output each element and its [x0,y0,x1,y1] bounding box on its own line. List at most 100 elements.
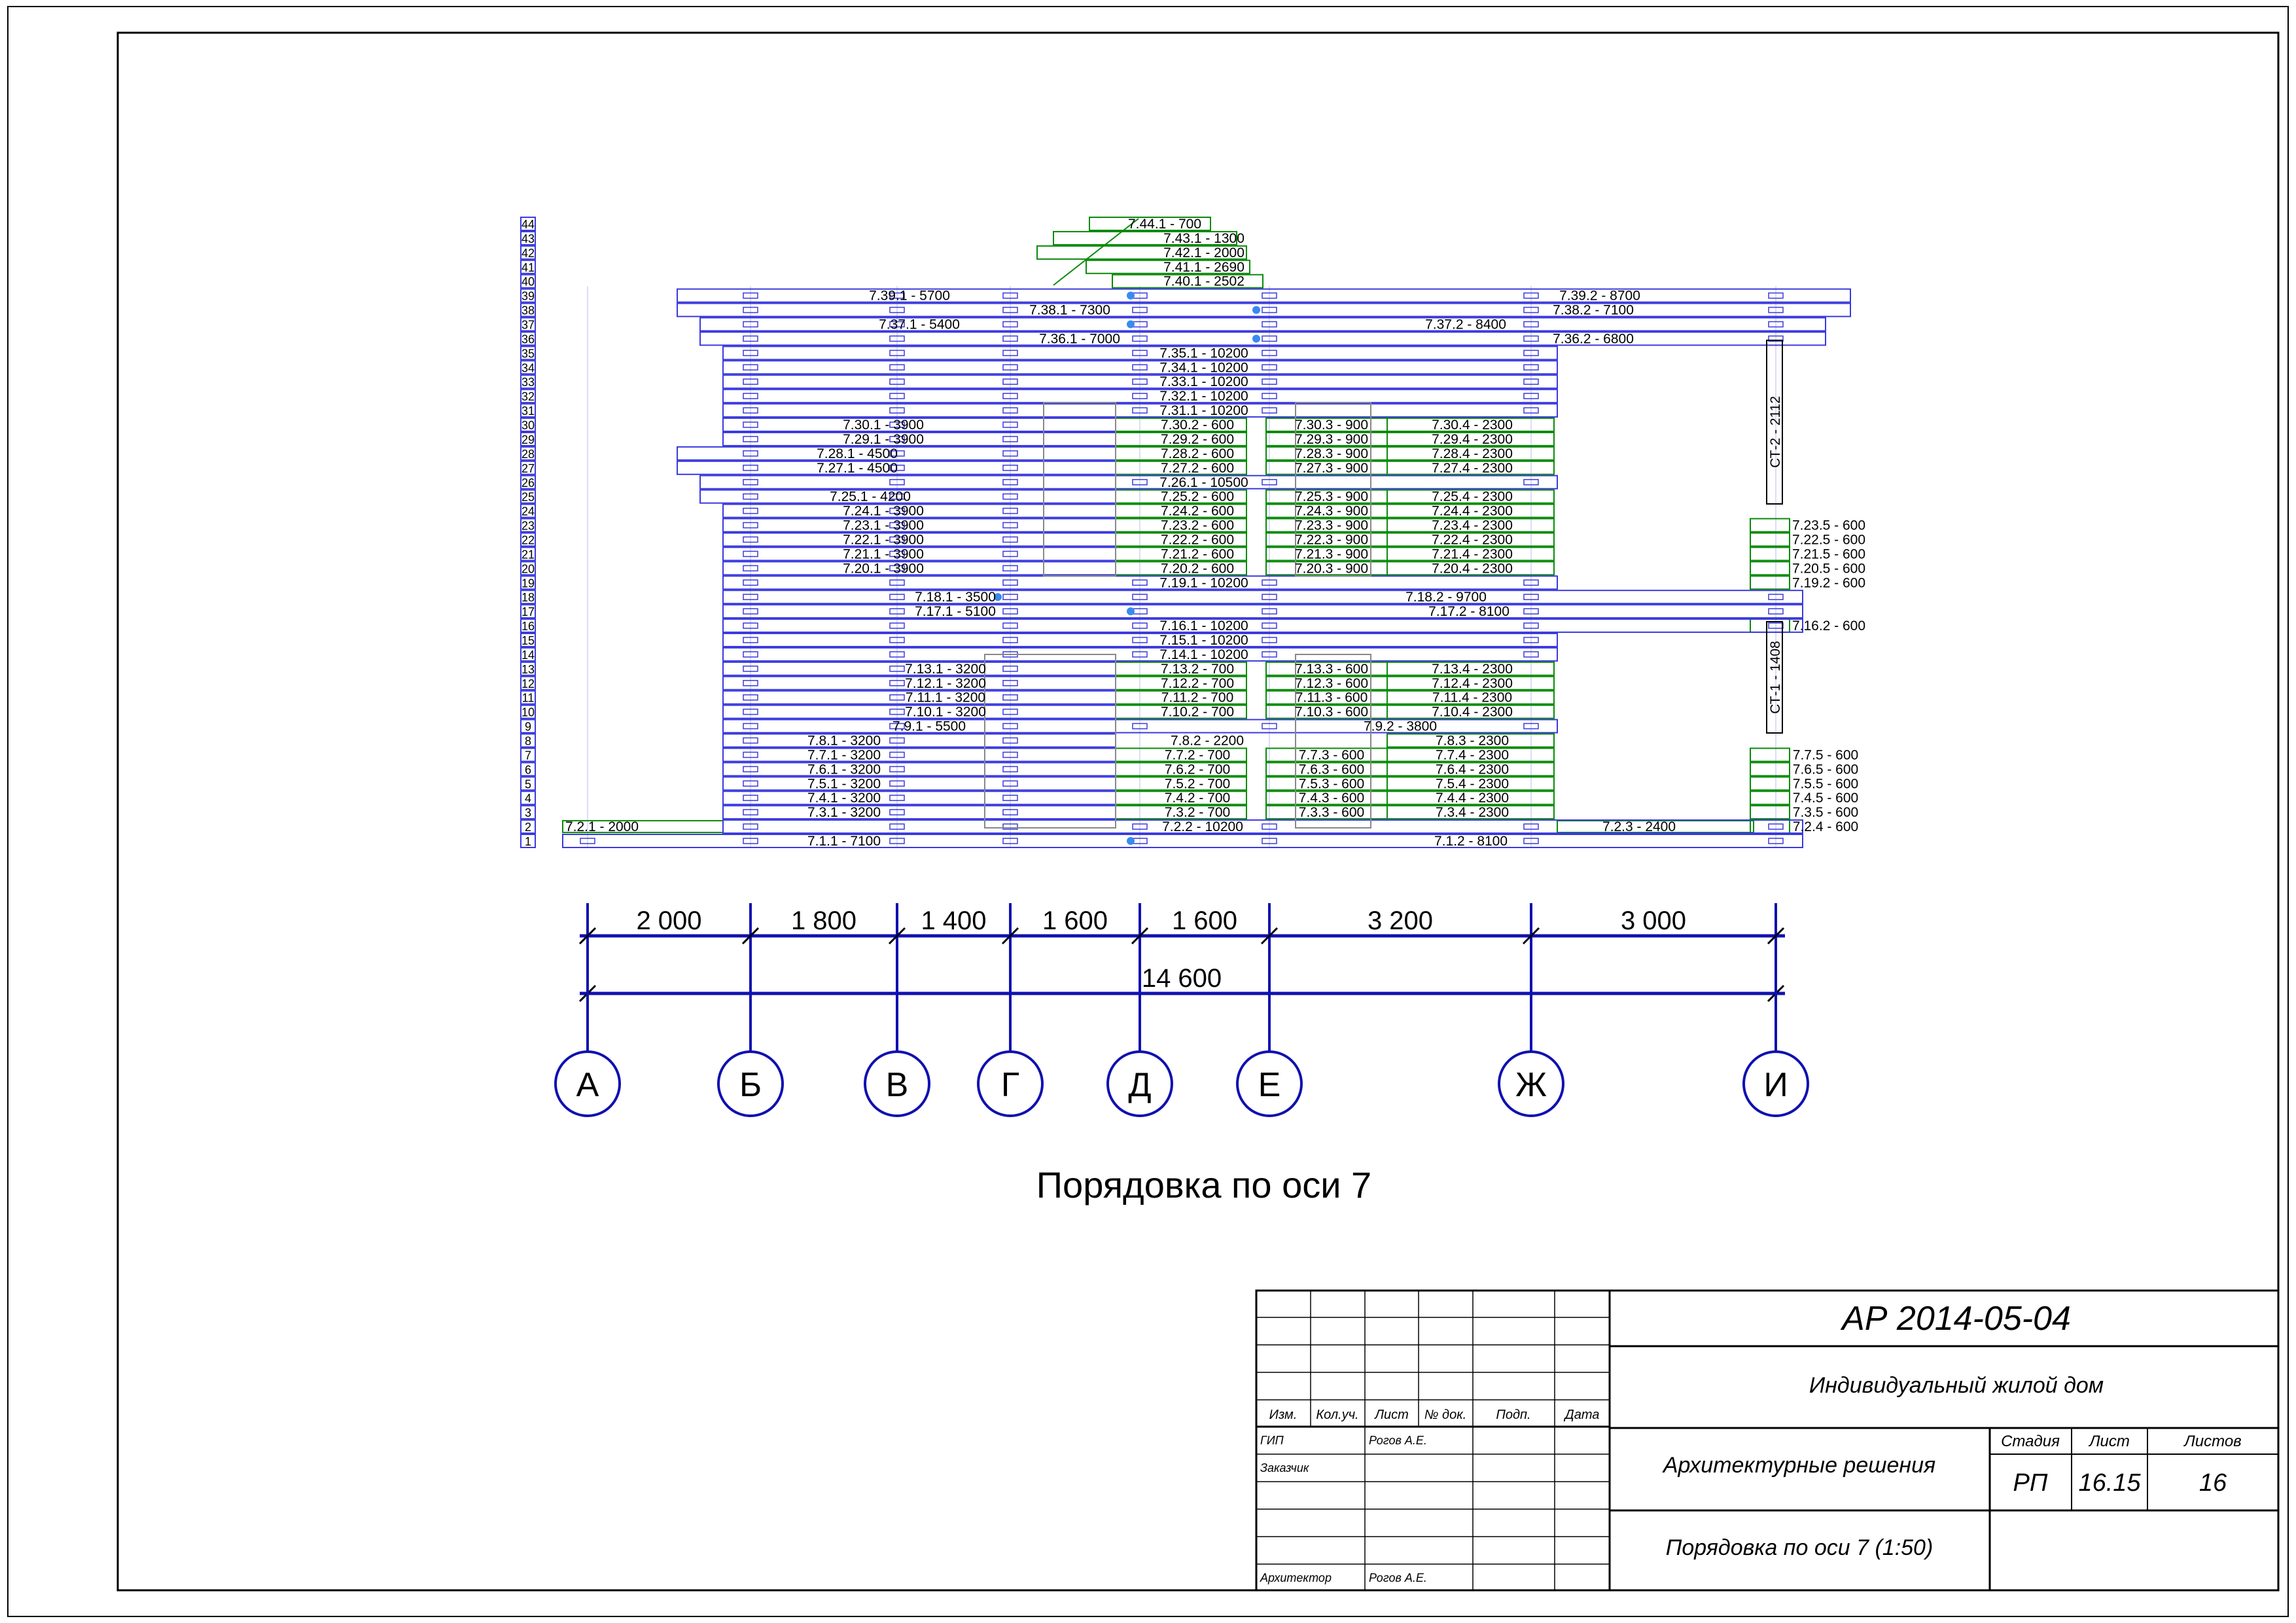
dowel-mark [1002,565,1018,572]
stamp-header: Лист [1373,1408,1409,1422]
log-label: 7.20.2 - 600 [1161,561,1234,576]
dimension-total-label: 14 600 [1142,964,1222,993]
row-cell [520,331,536,346]
dowel-mark [889,507,905,514]
dowel-mark [743,680,758,687]
row-number: 16 [521,620,535,633]
dowel-mark [1002,838,1018,844]
dowel-mark [1523,622,1539,629]
insert-log [1386,675,1555,690]
log-label: 7.7.1 - 3200 [807,747,881,762]
log-label: 7.10.3 - 600 [1295,705,1368,720]
dowel-mark [889,306,905,313]
dowel-mark [743,393,758,399]
dowel-mark [889,622,905,629]
dowel-mark [743,722,758,730]
insert-log [1386,661,1555,676]
row-number: 29 [521,433,535,446]
log-label: 7.2.2 - 10200 [1162,819,1243,834]
dowel-mark [1002,507,1018,514]
wall-log [722,590,1803,605]
log-label: 7.10.1 - 3200 [905,705,986,720]
log-label: 7.7.2 - 700 [1165,747,1230,762]
dimension-tick [1260,927,1279,945]
dowel-mark [1262,579,1277,586]
dowel-mark [889,321,905,328]
log-label: 7.23.3 - 900 [1295,518,1368,533]
log-label: 7.38.1 - 7300 [1029,303,1110,318]
dowel-mark [743,550,758,558]
dimension-label: 1 600 [1042,906,1108,935]
row-cell [520,690,536,705]
row-number: 4 [525,792,531,805]
log-label: 7.33.1 - 10200 [1159,374,1248,389]
stage-label: Стадия [2001,1433,2060,1450]
insert-log [1386,561,1555,576]
dowel-mark [889,450,905,457]
dowel-mark [743,349,758,357]
dowel-mark [1523,335,1539,342]
axis-label: А [576,1066,599,1104]
dowel-mark [1523,594,1539,600]
log-label: 7.13.4 - 2300 [1432,662,1513,677]
dimension-tick [1522,927,1540,945]
dowel-mark [1132,722,1148,730]
insert-log [1386,762,1555,777]
log-label: 7.29.2 - 600 [1161,432,1234,447]
dowel-mark [1002,335,1018,342]
dowel-mark [1002,349,1018,357]
dowel-mark [743,794,758,801]
row-number: 5 [525,777,531,791]
insert-log [1386,747,1555,762]
log-label: 7.8.3 - 2300 [1436,733,1509,748]
dowel-mark [1523,378,1539,385]
stamp-header: Подп. [1496,1408,1530,1422]
log-label: 7.5.2 - 700 [1165,776,1230,791]
dowel-mark [1002,823,1018,830]
gable-line [1053,218,1139,286]
dowel-mark [889,794,905,801]
dowel-mark [743,666,758,672]
row-cell [520,776,536,791]
log-label: 7.43.1 - 1300 [1163,231,1245,246]
axis-label: Ж [1515,1066,1547,1104]
axis-label: Г [1001,1066,1019,1104]
log-label: 7.29.1 - 3900 [843,432,924,447]
row-number: 13 [521,663,535,676]
log-label: 7.37.2 - 8400 [1425,317,1506,332]
row-cell [520,805,536,820]
log-label: 7.22.4 - 2300 [1432,532,1513,547]
dowel-mark [889,680,905,687]
wall-log [722,747,1116,762]
row-number: 10 [521,706,535,719]
dowel-mark [1523,321,1539,328]
dowel-mark [889,349,905,357]
stamp-name: Рогов А.Е. [1369,1434,1427,1447]
row-cell [520,274,536,289]
insert-log [1386,704,1555,719]
log-label: 7.36.1 - 7000 [1039,331,1120,346]
dowel-mark [889,766,905,773]
row-cell [520,374,536,389]
log-label: 7.30.4 - 2300 [1432,418,1513,433]
dowel-mark [1002,550,1018,558]
row-cell [520,590,536,605]
row-cell [520,245,536,260]
row-number: 43 [521,232,535,245]
joint-dot [1127,607,1135,616]
log-label: 7.6.4 - 2300 [1436,762,1509,777]
axis-bubble [977,1050,1044,1117]
row-cell [520,418,536,433]
row-cell [520,317,536,332]
dowel-mark [1002,292,1018,299]
dowel-mark [1523,479,1539,486]
log-label: 7.20.3 - 900 [1295,561,1368,576]
log-label: 7.5.4 - 2300 [1436,776,1509,791]
dowel-mark [1132,407,1148,414]
log-label: 7.27.1 - 4500 [817,461,898,476]
dowel-mark [889,722,905,730]
row-number: 44 [521,218,535,231]
dowel-mark [743,306,758,313]
dowel-mark [743,407,758,414]
